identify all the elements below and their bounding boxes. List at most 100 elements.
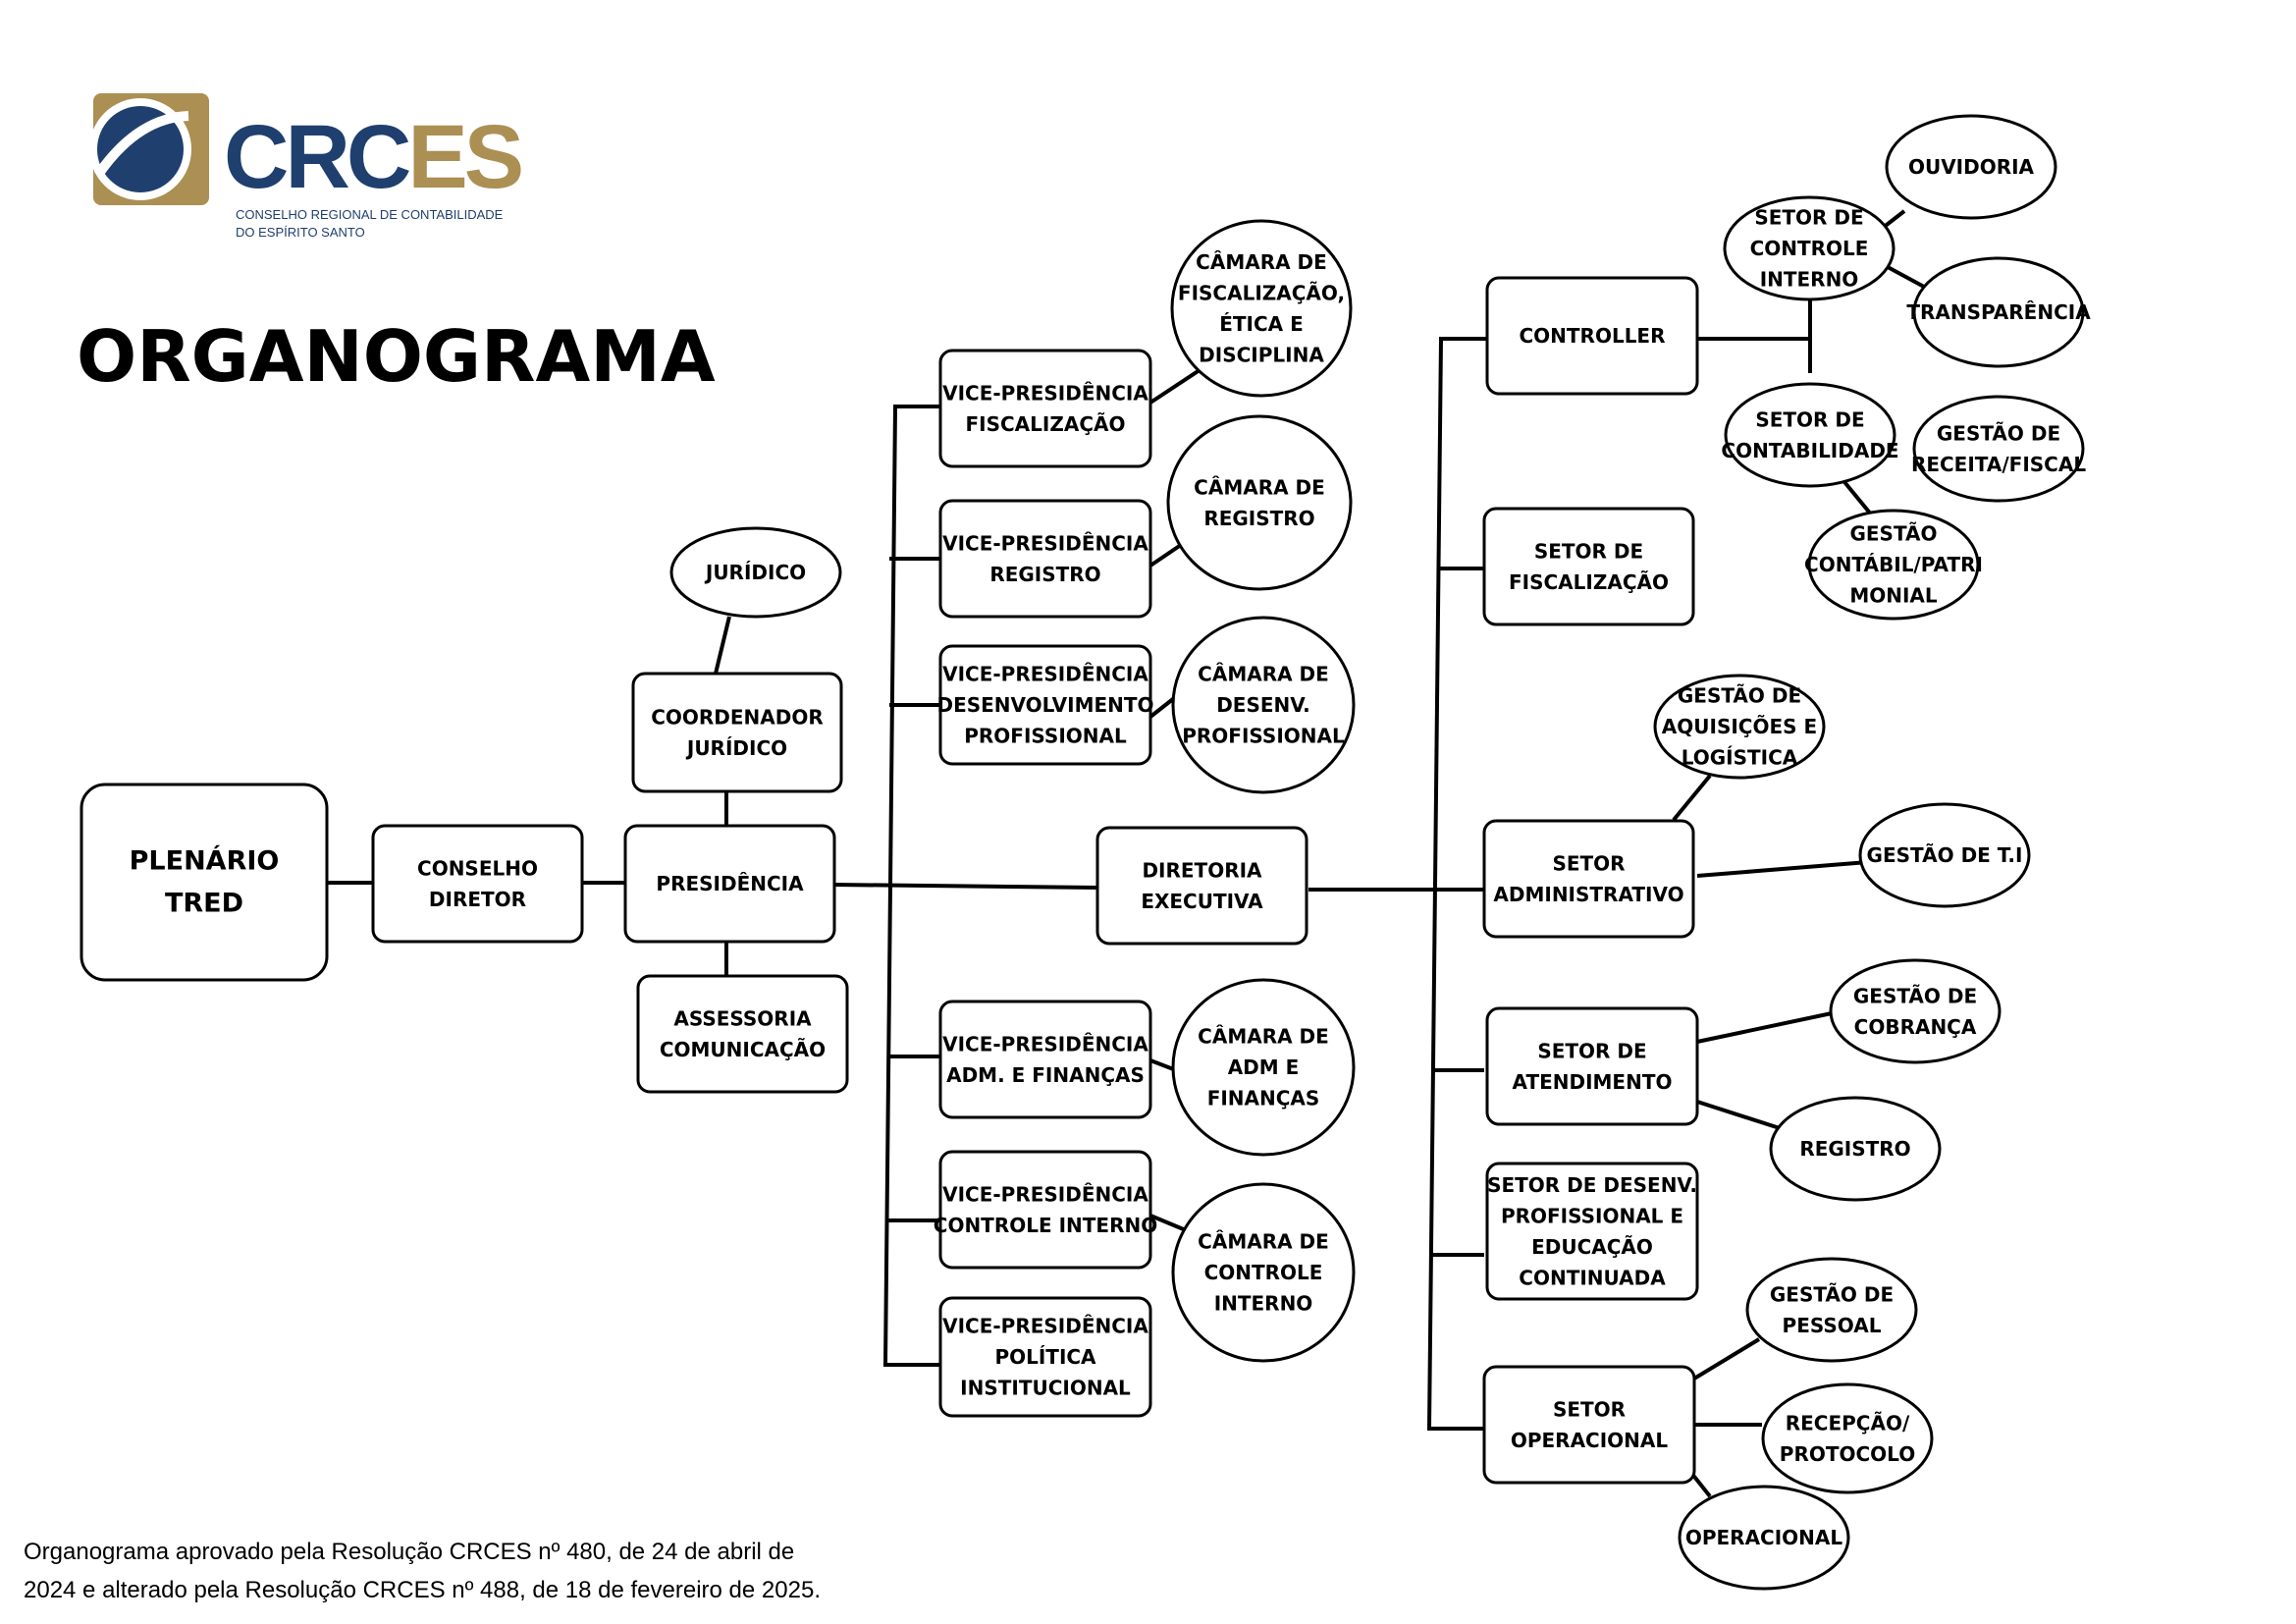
node-ellipse	[1166, 414, 1353, 591]
node-setor-desenv: SETOR DE DESENV.PROFISSIONAL EEDUCAÇÃOCO…	[1485, 1162, 1699, 1301]
node-label: INTERNO	[1760, 268, 1859, 292]
node-label: ADM. E FINANÇAS	[946, 1063, 1145, 1087]
node-label: GESTÃO DE	[1937, 421, 2060, 445]
node-label: PROFISSIONAL	[964, 725, 1127, 748]
node-vp-politica: VICE-PRESIDÊNCIA POLÍTICA INSTITUCIONAL	[938, 1296, 1152, 1418]
node-label: CÂMARA DE	[1194, 475, 1325, 499]
node-label: VICE-PRESIDÊNCIA	[942, 1032, 1148, 1056]
node-box	[938, 349, 1152, 468]
node-label: GESTÃO	[1849, 522, 1937, 546]
node-label: EXECUTIVA	[1141, 890, 1263, 913]
node-label: INSTITUCIONAL	[960, 1377, 1131, 1400]
node-ellipse	[1807, 509, 1980, 621]
node-box	[1485, 1006, 1699, 1126]
node-vp-desenvolvimento: VICE-PRESIDÊNCIA DESENVOLVIMENTO PROFISSIO…	[936, 644, 1154, 766]
node-ellipse	[1171, 1182, 1356, 1363]
node-label: DISCIPLINA	[1199, 343, 1324, 366]
node-gestao-ti: GESTÃO DE T.I	[1858, 802, 2031, 908]
node-ellipse	[1912, 395, 2085, 503]
node-box	[80, 783, 329, 982]
svg-text:CRCES: CRCES	[224, 107, 521, 207]
node-box	[636, 974, 849, 1094]
node-label: PLENÁRIO	[130, 845, 280, 877]
connector-lines	[327, 209, 1933, 1498]
node-label: CÂMARA DE	[1198, 1025, 1329, 1049]
node-box	[631, 672, 843, 793]
node-box	[1482, 1365, 1696, 1485]
node-ellipse	[1829, 958, 2002, 1064]
node-ellipse	[1769, 1096, 1942, 1202]
footnote-line1: Organograma aprovado pela Resolução CRCE…	[24, 1539, 794, 1565]
gear-globe-icon	[89, 93, 209, 205]
node-box	[1482, 507, 1695, 626]
node-label: CÂMARA DE	[1196, 250, 1327, 274]
node-ouvidoria: OUVIDORIA	[1885, 114, 2057, 220]
node-recepcao: RECEPÇÃO/PROTOCOLO	[1761, 1382, 1934, 1494]
node-label: ADMINISTRATIVO	[1493, 883, 1683, 906]
node-label: PRESIDÊNCIA	[656, 872, 804, 895]
node-box	[938, 1000, 1152, 1119]
node-label: VICE-PRESIDÊNCIA	[942, 381, 1148, 405]
node-box	[938, 1296, 1152, 1418]
node-label: INTERNO	[1214, 1292, 1313, 1316]
node-label: GESTÃO DE	[1678, 684, 1801, 708]
node-label: EDUCAÇÃO	[1531, 1235, 1653, 1259]
node-label: MONIAL	[1849, 584, 1938, 608]
page-title: ORGANOGRAMA	[77, 315, 716, 398]
node-ellipse	[1678, 1485, 1850, 1591]
node-label: OUVIDORIA	[1908, 155, 2035, 179]
node-label: JURÍDICO	[704, 561, 806, 584]
node-label: OPERACIONAL	[1511, 1429, 1669, 1452]
node-label: COMUNICAÇÃO	[660, 1038, 826, 1061]
node-juridico: JURÍDICO	[669, 526, 842, 619]
node-label: JURÍDICO	[685, 736, 787, 760]
node-label: SETOR DE	[1534, 539, 1643, 563]
node-label: DESENVOLVIMENTO	[936, 693, 1153, 717]
node-box	[371, 824, 584, 944]
node-label: VICE-PRESIDÊNCIA	[942, 1315, 1148, 1338]
node-label: COBRANÇA	[1854, 1015, 1977, 1039]
node-ellipse	[669, 526, 842, 619]
node-label: DESENV.	[1216, 693, 1310, 717]
node-label: CONTROLE	[1750, 237, 1869, 260]
node-label: PESSOAL	[1783, 1314, 1882, 1337]
node-label: REGISTRO	[1203, 507, 1314, 530]
logo-tagline-line1: CONSELHO REGIONAL DE CONTABILIDADE	[236, 207, 504, 222]
organogram-nodes: PLENÁRIOTREDCONSELHODIRETORPRESIDÊNCIAJU…	[80, 114, 2091, 1591]
node-label: RECEITA/FISCAL	[1911, 453, 2086, 476]
footnote-line2: 2024 e alterado pela Resolução CRCES nº …	[24, 1577, 821, 1603]
node-label: CONTROLLER	[1519, 324, 1665, 348]
node-label: CÂMARA DE	[1198, 663, 1329, 686]
node-label: VICE-PRESIDÊNCIA	[942, 663, 1148, 686]
node-ellipse	[1885, 114, 2057, 220]
node-label: FISCALIZAÇÃO	[1509, 570, 1669, 594]
node-label: AQUISIÇÕES E	[1662, 715, 1817, 738]
node-registro: REGISTRO	[1769, 1096, 1942, 1202]
node-camara-controle: CÂMARA DE CONTROLE INTERNO	[1171, 1182, 1356, 1363]
node-label: SETOR DE	[1754, 206, 1863, 230]
node-gestao-contabil: GESTÃO CONTÁBIL/PATRI MONIAL	[1804, 509, 1983, 621]
node-label: CONTÁBIL/PATRI	[1804, 553, 1983, 576]
crces-logo: CRCES CONSELHO REGIONAL DE CONTABILIDADE…	[89, 93, 525, 240]
node-label: REGISTRO	[1799, 1137, 1910, 1161]
node-label: POLÍTICA	[994, 1345, 1096, 1369]
node-label: ADM E	[1228, 1056, 1300, 1079]
node-gestao-receita: GESTÃO DE RECEITA/FISCAL	[1911, 395, 2086, 503]
node-label: CONTROLE	[1204, 1261, 1323, 1284]
node-label: GESTÃO DE	[1770, 1282, 1894, 1306]
node-label: CÂMARA DE	[1198, 1230, 1329, 1254]
node-ellipse	[1761, 1382, 1934, 1494]
node-controller: CONTROLLER	[1485, 276, 1699, 396]
node-label: TRANSPARÊNCIA	[1906, 300, 2091, 324]
node-label: CONTABILIDADE	[1721, 439, 1898, 462]
node-box	[938, 499, 1152, 619]
